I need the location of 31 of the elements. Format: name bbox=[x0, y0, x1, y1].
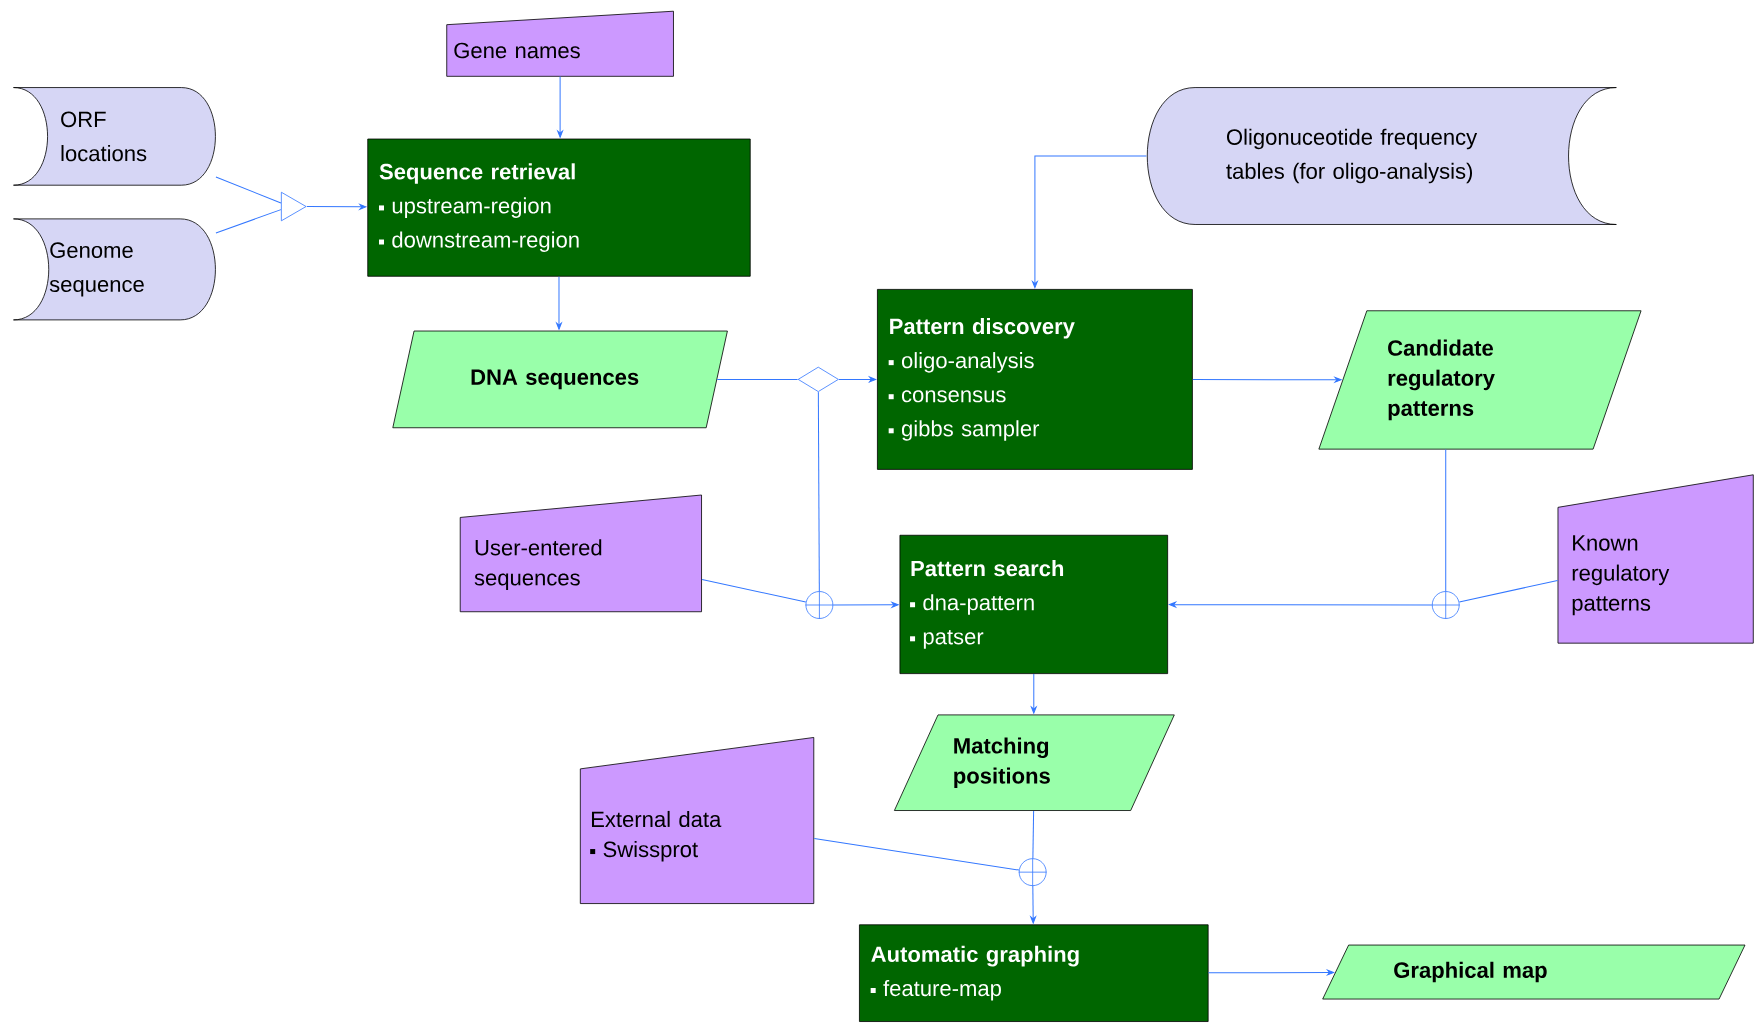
manual-input: Known regulatory patterns bbox=[1557, 474, 1754, 644]
data-parallelogram: Graphical map bbox=[1322, 944, 1746, 1000]
data-parallelogram: Matching positions bbox=[894, 714, 1175, 812]
arrow bbox=[1192, 377, 1342, 383]
manual-input: External data Swissprot bbox=[579, 737, 815, 905]
data-parallelogram: DNA sequences bbox=[392, 330, 728, 429]
process-box: Sequence retrieval upstream-region downstream-region bbox=[367, 138, 751, 277]
arrow bbox=[1030, 673, 1037, 714]
process-box: Automatic graphing feature-map bbox=[859, 924, 1209, 1023]
arrow bbox=[1168, 602, 1433, 608]
arrow bbox=[832, 602, 899, 608]
stored-data: Genome sequence bbox=[13, 218, 216, 321]
process-box: Pattern search dna-pattern patser bbox=[899, 535, 1169, 675]
arrow bbox=[557, 76, 563, 138]
arrow bbox=[306, 204, 367, 210]
process-box: Pattern discovery oligo-analysis consensus gibbs sampler bbox=[877, 289, 1193, 470]
junction-circle bbox=[1018, 858, 1047, 887]
merge-triangle bbox=[280, 192, 307, 222]
arrow bbox=[838, 376, 877, 383]
stored-data: Oligonuceotide frequency tables (for oligo-analysis) bbox=[1146, 87, 1617, 226]
arrow bbox=[1208, 969, 1335, 976]
arrow bbox=[1030, 885, 1037, 924]
stored-data: ORF locations bbox=[13, 87, 216, 186]
junction-circle bbox=[805, 590, 834, 620]
arrow bbox=[556, 276, 562, 330]
data-parallelogram: Candidate regulatory patterns bbox=[1318, 310, 1642, 450]
manual-input: User-entered sequences bbox=[459, 494, 702, 613]
decision-diamond bbox=[797, 367, 839, 393]
junction-circle bbox=[1431, 590, 1461, 620]
arrow bbox=[1032, 155, 1147, 289]
manual-input: Gene names bbox=[446, 11, 674, 77]
